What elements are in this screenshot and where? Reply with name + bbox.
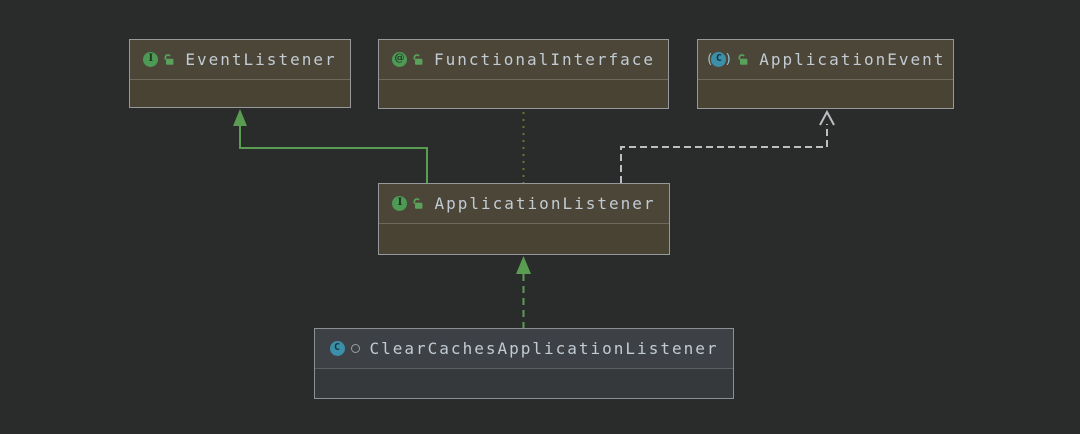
node-body-compartment (315, 367, 733, 398)
node-header: I EventListener (130, 40, 350, 79)
package-private-icon (350, 343, 360, 353)
node-body-compartment (130, 78, 350, 107)
class-node-functionalinterface[interactable]: @ FunctionalInterface (378, 39, 669, 109)
annotation-icon: @ (391, 51, 407, 67)
abstract-class-icon: ) (724, 51, 733, 67)
public-lock-icon (164, 53, 174, 65)
class-node-eventlistener[interactable]: I EventListener (129, 39, 351, 108)
node-label: FunctionalInterface (433, 49, 656, 69)
public-lock-icon (414, 197, 423, 209)
node-label: EventListener (185, 49, 337, 69)
class-node-applicationlistener[interactable]: I ApplicationListener (378, 183, 670, 255)
class-node-clearcachesapplicationlistener[interactable]: C ClearCachesApplicationListener (314, 328, 734, 399)
class-icon: C (711, 51, 727, 67)
node-label: ClearCachesApplicationListener (369, 338, 719, 358)
edge-extends[interactable] (233, 109, 428, 183)
edge-implements[interactable] (516, 256, 531, 328)
public-lock-icon (413, 53, 423, 65)
class-node-applicationevent[interactable]: ( C ) ApplicationEvent (697, 39, 954, 109)
node-body-compartment (379, 78, 668, 108)
node-header: I ApplicationListener (379, 184, 669, 223)
node-label: ApplicationListener (434, 193, 656, 213)
node-body-compartment (379, 222, 669, 254)
edge-depends-on[interactable] (620, 109, 835, 183)
node-header: C ClearCachesApplicationListener (315, 329, 733, 368)
abstract-class-icon: ( (705, 51, 714, 67)
node-label: ApplicationEvent (759, 49, 946, 69)
node-header: ( C ) ApplicationEvent (698, 40, 953, 79)
interface-icon: I (392, 195, 408, 211)
interface-icon: I (143, 51, 159, 67)
public-lock-icon (738, 53, 748, 65)
node-header: @ FunctionalInterface (379, 40, 668, 79)
class-icon: C (329, 340, 345, 356)
node-body-compartment (698, 78, 953, 108)
